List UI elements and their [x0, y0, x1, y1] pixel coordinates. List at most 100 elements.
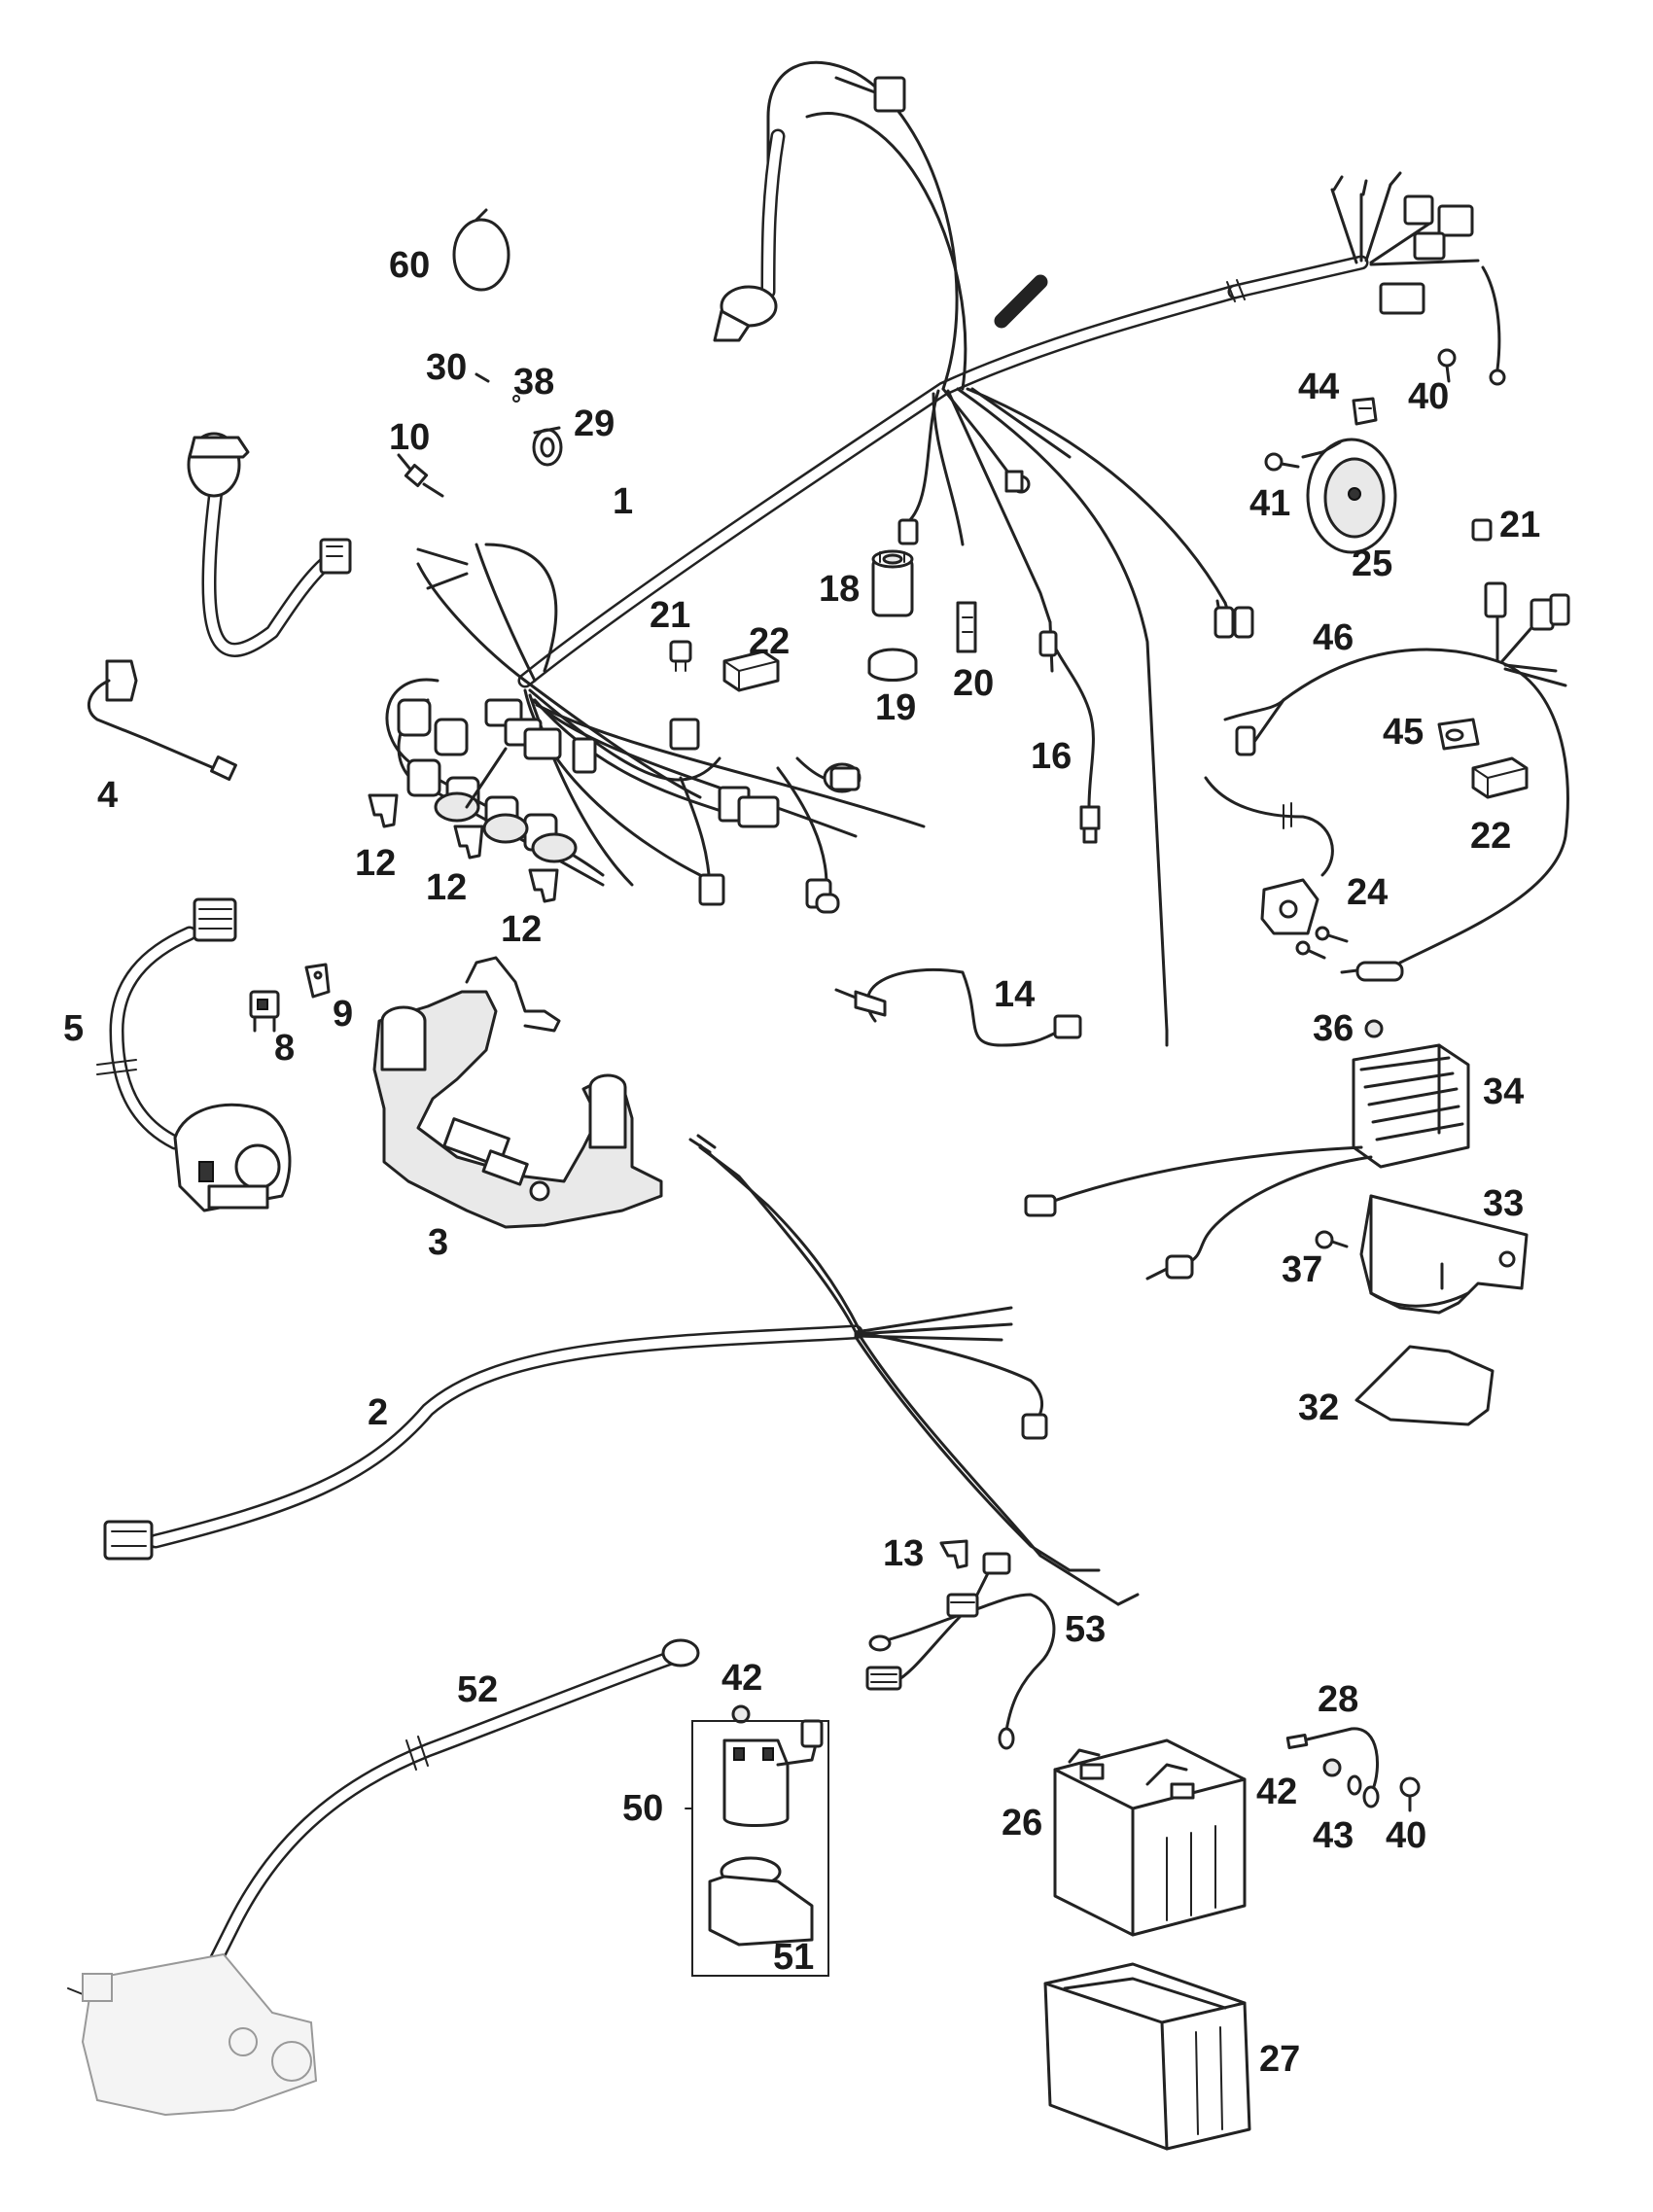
screw-40b — [1399, 1776, 1421, 1812]
cable-tie — [452, 208, 510, 292]
part-labels: 60 30 38 29 10 1 18 19 20 21 22 44 40 41… — [63, 245, 1540, 2080]
label-26: 26 — [1002, 1803, 1042, 1843]
nut-42a — [731, 1704, 751, 1724]
battery-cable-28 — [1285, 1727, 1380, 1808]
relay-clip-8 — [249, 990, 280, 1033]
relay-group-box — [685, 1720, 829, 1977]
temperature-sensor-16 — [1038, 630, 1101, 844]
screw-41 — [1264, 452, 1300, 472]
relay-22a — [722, 650, 780, 692]
label-40a: 40 — [1408, 376, 1449, 417]
starter-cable-52 — [180, 1638, 700, 2005]
label-42b: 42 — [1256, 1772, 1297, 1812]
label-2: 2 — [368, 1392, 388, 1433]
handlebar-switch-5 — [96, 897, 292, 1212]
label-22b: 22 — [1470, 816, 1511, 857]
fuse-13 — [939, 1539, 968, 1569]
switch-sensor-harness — [187, 432, 352, 657]
sidestand-harness-46 — [1223, 581, 1570, 982]
label-3: 3 — [428, 1222, 448, 1263]
battery-box-27 — [1043, 1962, 1251, 2151]
label-14: 14 — [994, 974, 1035, 1015]
capacitor-18 — [871, 549, 914, 617]
bracket-20 — [956, 601, 977, 653]
label-51: 51 — [773, 1937, 814, 1978]
clip-45 — [1437, 718, 1480, 751]
label-46: 46 — [1313, 617, 1354, 658]
label-34: 34 — [1483, 1071, 1524, 1112]
label-18: 18 — [819, 569, 860, 610]
label-45: 45 — [1383, 712, 1424, 753]
label-38: 38 — [513, 362, 554, 403]
screw-40a — [1437, 348, 1457, 383]
label-32: 32 — [1298, 1387, 1339, 1428]
main-wiring-harness — [385, 60, 1506, 1047]
clamp-29 — [532, 426, 563, 467]
label-22a: 22 — [749, 621, 790, 662]
relay-21a — [669, 640, 692, 672]
label-52: 52 — [457, 1669, 498, 1710]
label-19: 19 — [875, 687, 916, 728]
label-50: 50 — [622, 1788, 663, 1829]
label-24: 24 — [1347, 872, 1388, 913]
label-20: 20 — [953, 663, 994, 704]
label-21b: 21 — [1499, 505, 1540, 545]
relay-22b — [1471, 756, 1529, 799]
label-4: 4 — [97, 775, 118, 816]
label-9: 9 — [333, 994, 353, 1035]
starter-relay-harness-53 — [865, 1552, 1056, 1750]
label-12a: 12 — [355, 843, 396, 884]
label-1: 1 — [613, 481, 633, 522]
relay-holder-51 — [708, 1856, 814, 1947]
nut-36 — [1364, 1019, 1384, 1038]
label-12c: 12 — [501, 909, 542, 950]
starter-motor — [67, 1952, 318, 2117]
screw-37 — [1315, 1230, 1349, 1249]
clip-9 — [304, 963, 331, 999]
label-43: 43 — [1313, 1815, 1354, 1856]
fuse-12b — [453, 825, 484, 860]
regulator-bracket-33 — [1359, 1194, 1529, 1315]
label-36: 36 — [1313, 1008, 1354, 1049]
label-27: 27 — [1259, 2039, 1300, 2080]
insulator-pad-32 — [1354, 1345, 1495, 1426]
label-30: 30 — [426, 347, 467, 388]
clip-44 — [1352, 397, 1378, 426]
sensor-14 — [834, 968, 1082, 1047]
screw-30 — [475, 372, 490, 383]
fuse-12c — [528, 868, 559, 903]
label-8: 8 — [274, 1028, 295, 1069]
capacitor-clamp-19 — [867, 648, 918, 682]
label-25: 25 — [1352, 544, 1392, 584]
label-37: 37 — [1282, 1249, 1322, 1290]
clip-4 — [87, 659, 237, 781]
diode-10 — [397, 453, 444, 498]
relay-21b — [1471, 518, 1493, 542]
fuse-12a — [368, 793, 399, 828]
nut-42b — [1322, 1758, 1342, 1777]
label-5: 5 — [63, 1008, 84, 1049]
label-12b: 12 — [426, 867, 467, 908]
label-53: 53 — [1065, 1609, 1106, 1650]
label-44: 44 — [1298, 367, 1339, 407]
label-10: 10 — [389, 417, 430, 458]
label-16: 16 — [1031, 736, 1072, 777]
label-21a: 21 — [650, 595, 690, 636]
label-40b: 40 — [1386, 1815, 1426, 1856]
battery-26 — [1053, 1738, 1247, 1937]
washer-38 — [512, 395, 520, 403]
voltage-regulator-34 — [1024, 1043, 1470, 1281]
label-60: 60 — [389, 245, 430, 286]
label-13: 13 — [883, 1533, 924, 1574]
starter-relay-50 — [722, 1719, 824, 1827]
rear-wiring-harness-2 — [103, 1134, 1140, 1606]
label-42a: 42 — [721, 1658, 762, 1699]
sidestand-switch-24 — [1204, 776, 1349, 960]
bracket-3 — [372, 956, 663, 1229]
label-28: 28 — [1318, 1679, 1358, 1720]
washer-43 — [1347, 1774, 1362, 1796]
label-41: 41 — [1249, 483, 1290, 524]
label-29: 29 — [574, 404, 615, 444]
label-33: 33 — [1483, 1183, 1524, 1224]
